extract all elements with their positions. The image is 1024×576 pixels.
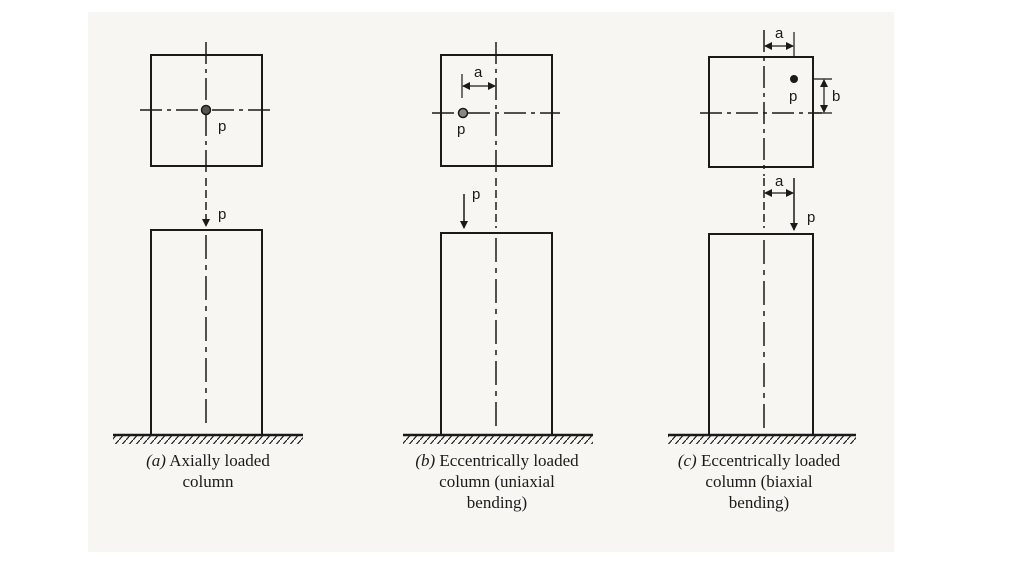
- load-label-section-a: p: [218, 118, 226, 135]
- caption-c: (c) Eccentrically loaded column (biaxial…: [654, 450, 864, 513]
- ground-hatch-c: [668, 436, 856, 444]
- ground-hatch-a: [113, 436, 303, 444]
- ecc-label-a-b: a: [474, 64, 483, 81]
- caption-a: (a) Axially loaded column: [118, 450, 298, 492]
- ecc-label-b-c: b: [832, 88, 840, 105]
- panel-a-column: [113, 178, 303, 444]
- caption-tag-c: (c): [677, 451, 697, 470]
- load-label-section-b: p: [457, 121, 465, 138]
- panel-b-column: [403, 178, 593, 444]
- load-label-section-c: p: [789, 88, 797, 105]
- caption-c-line2: column (biaxial: [705, 472, 813, 491]
- load-point-c: [790, 75, 798, 83]
- column-body-c: [708, 233, 814, 436]
- caption-b: (b) Eccentrically loaded column (uniaxia…: [392, 450, 602, 513]
- caption-b-line3: bending): [466, 493, 528, 512]
- panel-c-column: [668, 178, 856, 444]
- caption-a-line1: Axially loaded: [165, 451, 270, 470]
- caption-b-line1: Eccentrically loaded: [435, 451, 579, 470]
- load-point-b: [457, 107, 469, 119]
- ecc-label-a2-c: a: [775, 173, 784, 190]
- paper-background: [88, 12, 894, 552]
- load-label-column-a: p: [218, 206, 226, 223]
- caption-a-line2: column: [182, 472, 234, 491]
- caption-b-line2: column (uniaxial: [439, 472, 555, 491]
- caption-tag-a: (a): [146, 451, 166, 470]
- panel-a-cross-section: [140, 42, 270, 176]
- load-label-column-c: p: [807, 209, 815, 226]
- panel-c-cross-section: [700, 30, 832, 176]
- caption-c-line3: bending): [728, 493, 790, 512]
- ecc-label-a-c: a: [775, 25, 784, 42]
- caption-tag-b: (b): [415, 451, 436, 470]
- load-label-column-b: p: [472, 186, 480, 203]
- caption-c-line1: Eccentrically loaded: [696, 451, 841, 470]
- panel-b-cross-section: [432, 42, 560, 176]
- cross-section-square-c: [708, 56, 814, 168]
- ground-hatch-b: [403, 436, 593, 444]
- load-point-a: [200, 104, 212, 116]
